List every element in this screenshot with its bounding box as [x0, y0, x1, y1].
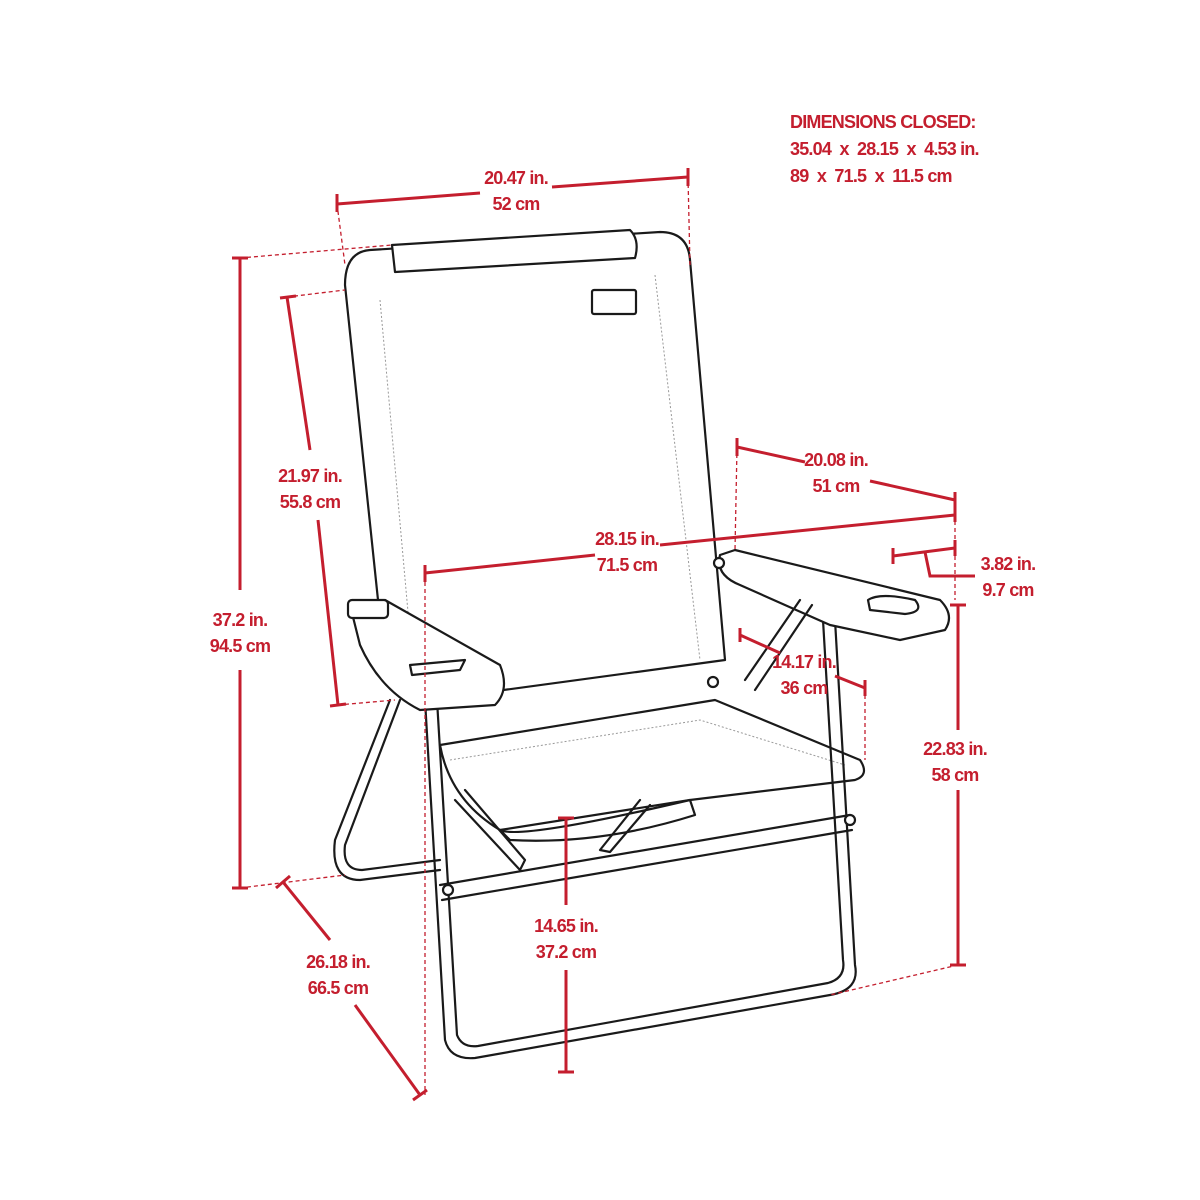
chair-illustration: [333, 228, 951, 1060]
back-height-in: 21.97 in.: [278, 466, 342, 486]
seat-height-in: 14.65 in.: [534, 916, 598, 936]
seat-depth-in: 14.17 in.: [772, 652, 836, 672]
backrest-label-patch: [590, 288, 638, 316]
front-crossbar: [438, 813, 852, 887]
total-height-in: 37.2 in.: [213, 610, 268, 630]
dimension-lines: [232, 168, 975, 1102]
closed-inches: 35.04 x 28.15 x 4.53 in.: [790, 139, 979, 159]
arm-width-in: 3.82 in.: [981, 554, 1036, 574]
seat-height-cm: 37.2 cm: [536, 942, 596, 962]
right-cup-slot: [866, 594, 920, 616]
front-leg-frame: [423, 618, 857, 1060]
headrest-pad: [390, 228, 638, 274]
back-height-cm: 55.8 cm: [280, 492, 340, 512]
left-cup-slot: [408, 658, 467, 677]
left-armrest: [348, 598, 506, 712]
closed-cm: 89 x 71.5 x 11.5 cm: [790, 166, 952, 186]
top-width-in: 20.47 in.: [484, 168, 548, 188]
chair-seat: [438, 698, 866, 832]
overall-width-in: 28.15 in.: [595, 529, 659, 549]
arm-height-cm: 58 cm: [931, 765, 978, 785]
arm-length-cm: 51 cm: [812, 476, 859, 496]
closed-title: DIMENSIONS CLOSED:: [790, 112, 976, 132]
seat-depth-cm: 36 cm: [780, 678, 827, 698]
seat-strap: [453, 788, 527, 872]
depth-cm: 66.5 cm: [308, 978, 368, 998]
chair-backrest: [343, 230, 727, 702]
top-width-cm: 52 cm: [492, 194, 539, 214]
dimension-labels: DIMENSIONS CLOSED: 35.04 x 28.15 x 4.53 …: [210, 112, 1036, 998]
rear-leg-left: [333, 698, 442, 882]
right-armrest: [718, 548, 951, 642]
arm-width-cm: 9.7 cm: [982, 580, 1033, 600]
arm-length-in: 20.08 in.: [804, 450, 868, 470]
total-height-cm: 94.5 cm: [210, 636, 270, 656]
depth-in: 26.18 in.: [306, 952, 370, 972]
arm-height-in: 22.83 in.: [923, 739, 987, 759]
overall-width-cm: 71.5 cm: [597, 555, 657, 575]
